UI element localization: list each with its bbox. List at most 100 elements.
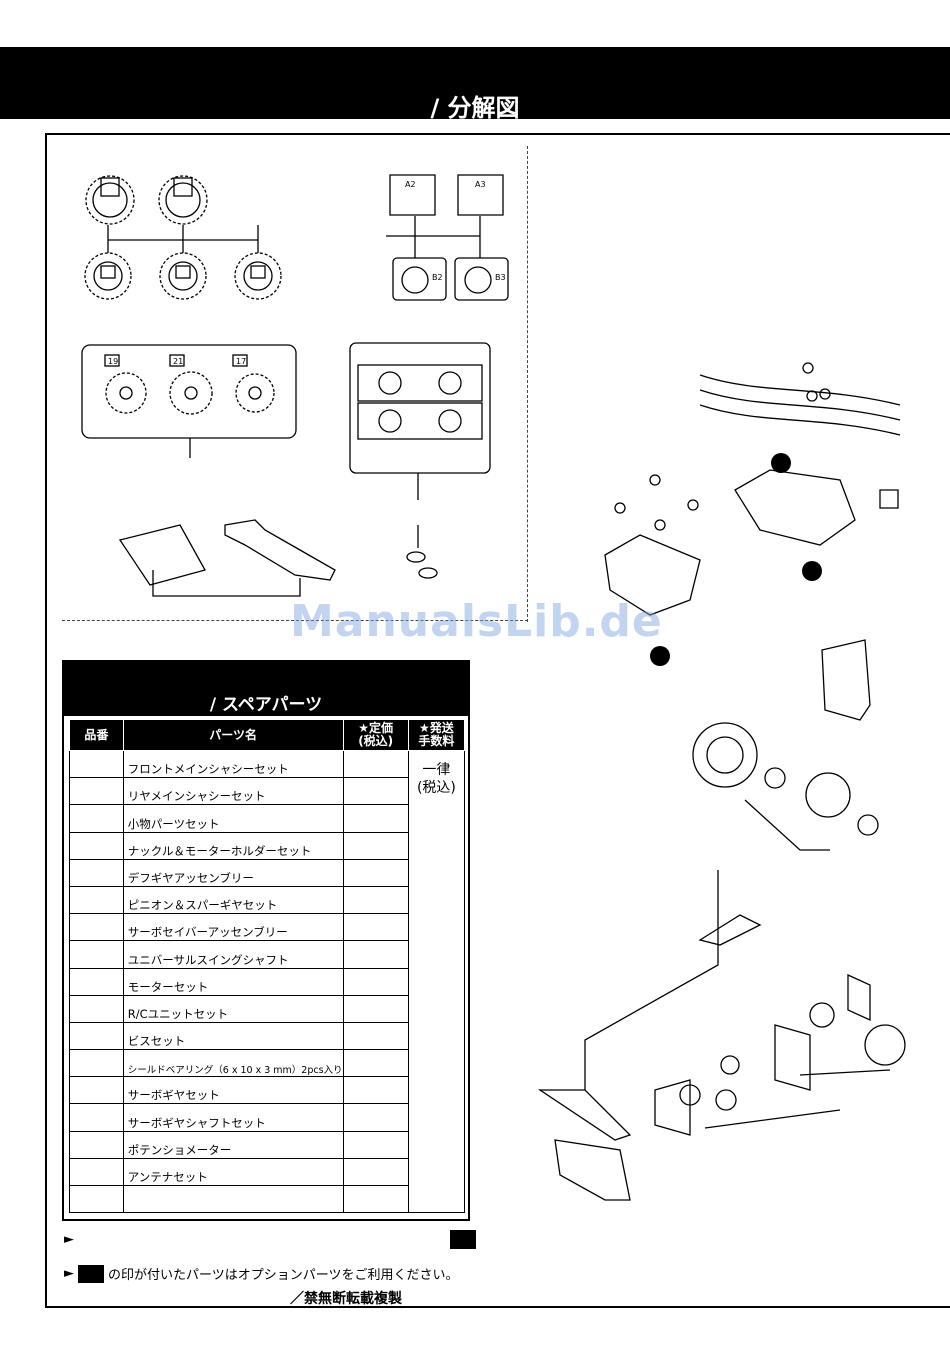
cell-part-name: ユニバーサルスイングシャフト bbox=[122, 940, 344, 969]
cell-price bbox=[342, 749, 409, 779]
table-row bbox=[69, 1184, 465, 1214]
cell-price bbox=[342, 858, 409, 887]
cell-part-no bbox=[69, 1076, 124, 1105]
table-row: サーボギヤセット bbox=[69, 1076, 465, 1105]
note-1: ► bbox=[64, 1232, 74, 1247]
cell-part-no bbox=[69, 804, 124, 833]
cell-price bbox=[342, 1130, 409, 1159]
copyright-notice: ／禁無断転載複製 bbox=[290, 1291, 402, 1307]
cell-part-name: ピニオン＆スパーギヤセット bbox=[122, 885, 344, 915]
spare-parts-title: / スペアパーツ bbox=[209, 695, 323, 715]
gear-icon bbox=[84, 252, 132, 300]
note-2-arrow: ► bbox=[64, 1266, 74, 1281]
table-row: デフギヤアッセンブリー bbox=[69, 858, 465, 887]
spare-parts-table: 品番 パーツ名 ★定価 (税込) ★発送 手数料 フロントメインシャシーセット 一… bbox=[69, 719, 466, 1214]
cell-part-no bbox=[69, 1130, 124, 1159]
table-row: サーボセイバーアッセンブリー bbox=[69, 913, 465, 942]
cell-part-no bbox=[69, 1049, 124, 1078]
cell-price bbox=[342, 777, 409, 806]
cell-shipping: 一律 (税込) bbox=[407, 749, 466, 1214]
watermark: ManualsLib.de bbox=[290, 596, 663, 647]
cell-part-no bbox=[69, 967, 124, 996]
table-row: ナックル＆モーターホルダーセット bbox=[69, 831, 465, 860]
cell-part-name: ポテンショメーター bbox=[122, 1130, 344, 1159]
cell-part-name: デフギヤアッセンブリー bbox=[122, 858, 344, 887]
label-b2: B2 bbox=[432, 273, 443, 282]
label-a2: A2 bbox=[405, 180, 416, 189]
page-title: / 分解図 bbox=[430, 94, 520, 122]
cell-price bbox=[342, 804, 409, 833]
cell-part-name: モーターセット bbox=[122, 967, 344, 996]
cell-price bbox=[342, 1157, 409, 1187]
label-gear-21: 21 bbox=[173, 357, 183, 366]
cell-part-no bbox=[69, 940, 124, 969]
cell-part-no bbox=[69, 749, 124, 779]
cell-part-name: サーボギヤセット bbox=[122, 1076, 344, 1105]
cell-part-name: サーボセイバーアッセンブリー bbox=[122, 913, 344, 942]
table-row: アンテナセット bbox=[69, 1157, 465, 1187]
cell-part-no bbox=[69, 1103, 124, 1132]
cell-part-no bbox=[69, 858, 124, 887]
cell-price bbox=[342, 1049, 409, 1078]
table-row: ピニオン＆スパーギヤセット bbox=[69, 885, 465, 915]
label-gear-17: 17 bbox=[236, 357, 246, 366]
divider-horizontal bbox=[62, 620, 528, 621]
content-frame bbox=[45, 133, 950, 1308]
table-row: ポテンショメーター bbox=[69, 1130, 465, 1159]
table-row: モーターセット bbox=[69, 967, 465, 996]
gear-icon bbox=[159, 252, 207, 300]
spare-parts-box bbox=[62, 716, 470, 1221]
cell-price bbox=[342, 1076, 409, 1105]
col-shipping: ★発送 手数料 bbox=[407, 719, 466, 751]
cell-part-name: サーボギヤシャフトセット bbox=[122, 1103, 344, 1132]
divider-vertical bbox=[527, 146, 528, 622]
cell-part-name: ビスセット bbox=[122, 1021, 344, 1051]
cell-price bbox=[342, 1103, 409, 1132]
cell-price bbox=[342, 831, 409, 860]
cell-price bbox=[342, 913, 409, 942]
cell-price bbox=[342, 967, 409, 996]
cell-price bbox=[342, 1184, 409, 1214]
col-price: ★定価 (税込) bbox=[342, 719, 409, 751]
table-header-row: 品番 パーツ名 ★定価 (税込) ★発送 手数料 bbox=[69, 719, 466, 751]
cell-part-no bbox=[69, 994, 124, 1023]
label-a3: A3 bbox=[475, 180, 486, 189]
cell-part-name: R/Cユニットセット bbox=[122, 994, 344, 1023]
cell-part-no bbox=[69, 1021, 124, 1051]
header-bar bbox=[0, 47, 950, 119]
spare-parts-header bbox=[62, 660, 470, 716]
cell-part-no bbox=[69, 1157, 124, 1187]
cell-price bbox=[342, 994, 409, 1023]
cell-part-name: シールドベアリング（6 x 10 x 3 mm）2pcs入り bbox=[122, 1049, 344, 1078]
label-gear-19: 19 bbox=[108, 357, 118, 366]
cell-price bbox=[342, 940, 409, 969]
table-row: R/Cユニットセット bbox=[69, 994, 465, 1023]
note-2-text: の印が付いたパーツはオプションパーツをご利用ください。 bbox=[108, 1268, 459, 1283]
table-row: リヤメインシャシーセット bbox=[69, 777, 465, 806]
cell-part-name: ナックル＆モーターホルダーセット bbox=[122, 831, 344, 860]
table-row: ビスセット bbox=[69, 1021, 465, 1051]
gear-icon bbox=[158, 175, 208, 225]
cell-part-no bbox=[69, 831, 124, 860]
note-1-mark bbox=[450, 1230, 476, 1249]
cell-part-no bbox=[69, 913, 124, 942]
cell-part-no bbox=[69, 777, 124, 806]
note-2-mark bbox=[78, 1264, 104, 1283]
cell-part-name: 小物パーツセット bbox=[122, 804, 344, 833]
gear-icon bbox=[85, 175, 135, 225]
table-row: フロントメインシャシーセット 一律 (税込) bbox=[69, 749, 466, 1214]
cell-part-name bbox=[122, 1184, 344, 1214]
cell-price bbox=[342, 1021, 409, 1051]
table-row: サーボギヤシャフトセット bbox=[69, 1103, 465, 1132]
col-name: パーツ名 bbox=[122, 719, 344, 751]
table-row: 小物パーツセット bbox=[69, 804, 465, 833]
col-part-no: 品番 bbox=[69, 719, 124, 751]
cell-part-name: リヤメインシャシーセット bbox=[122, 777, 344, 806]
cell-part-no bbox=[69, 1184, 124, 1214]
label-b3: B3 bbox=[495, 273, 506, 282]
cell-price bbox=[342, 885, 409, 915]
cell-part-no bbox=[69, 885, 124, 915]
table-row: ユニバーサルスイングシャフト bbox=[69, 940, 465, 969]
cell-part-name: フロントメインシャシーセット bbox=[122, 749, 344, 779]
